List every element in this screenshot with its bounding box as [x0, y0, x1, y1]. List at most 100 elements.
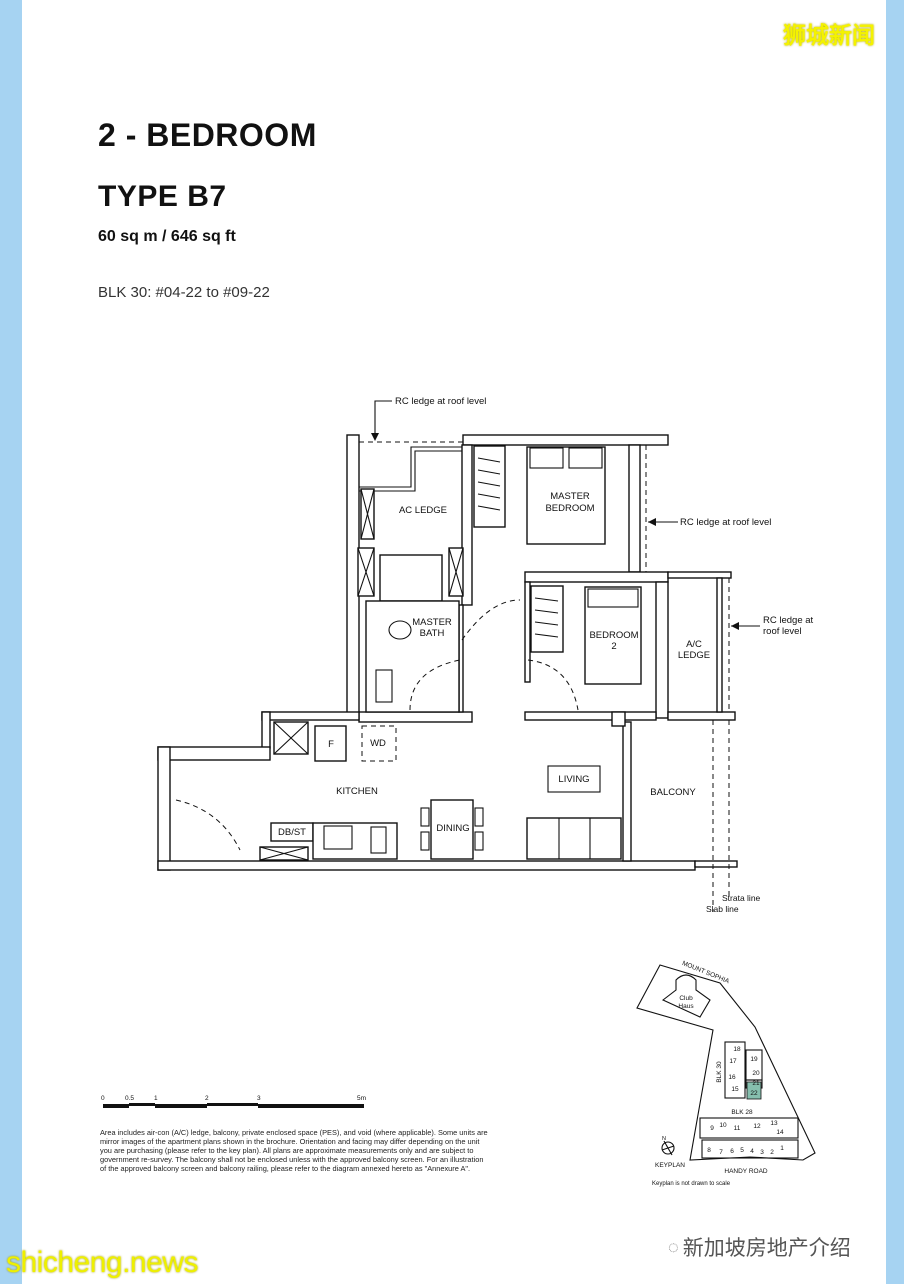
shaft-icon: [357, 547, 375, 597]
annotation-rc-right1: RC ledge at roof level: [648, 517, 771, 528]
basin-icon: [375, 669, 393, 703]
scale-bar: 0 0.5 1 2 3 5m: [101, 1095, 366, 1108]
svg-text:RC ledge at: RC ledge at: [763, 615, 814, 626]
label-kitchen: KITCHEN: [336, 786, 378, 797]
door-swing: [409, 659, 461, 711]
shaft-icon: [259, 846, 309, 861]
toilet-icon: [388, 620, 412, 640]
svg-text:14: 14: [776, 1129, 784, 1136]
shaft-icon: [448, 547, 464, 597]
room-labels: AC LEDGE MASTER BEDROOM MASTER BATH BEDR…: [278, 491, 761, 914]
sofa: [526, 817, 622, 860]
svg-text:Club: Club: [679, 995, 693, 1002]
svg-text:10: 10: [719, 1122, 727, 1129]
label-dining: DINING: [436, 823, 469, 834]
svg-text:4: 4: [750, 1148, 754, 1155]
svg-text:BLK 28: BLK 28: [731, 1109, 753, 1116]
fixtures: [175, 445, 642, 861]
road-handy: HANDY ROAD: [724, 1168, 768, 1175]
svg-text:13: 13: [770, 1120, 778, 1127]
sink-icon: [323, 825, 353, 850]
door-swing: [527, 659, 579, 711]
unit-area: 60 sq m / 646 sq ft: [98, 228, 236, 245]
svg-text:15: 15: [731, 1086, 739, 1093]
annotation-rc-top: RC ledge at roof level: [371, 396, 486, 441]
svg-text:9: 9: [710, 1125, 714, 1132]
label-slab-line: Slab line: [706, 904, 739, 914]
left-border: [0, 0, 22, 1284]
living-label-box: [547, 765, 601, 793]
svg-text:5: 5: [740, 1147, 744, 1154]
watermark-top-right: 狮城新闻: [783, 22, 875, 48]
keyplan-note: Keyplan is not drawn to scale: [652, 1181, 731, 1187]
label-strata-line: Strata line: [722, 893, 761, 903]
svg-text:2: 2: [611, 641, 616, 652]
label-balcony: BALCONY: [650, 787, 696, 798]
svg-text:1: 1: [154, 1095, 158, 1102]
svg-text:1: 1: [780, 1145, 784, 1152]
washer-box: [361, 725, 397, 762]
page-title: 2 - BEDROOM: [98, 117, 317, 153]
svg-text:22: 22: [750, 1090, 758, 1097]
svg-text:RC ledge at roof level: RC ledge at roof level: [680, 517, 771, 528]
master-bath-outline: [365, 600, 460, 713]
svg-text:BEDROOM: BEDROOM: [545, 503, 594, 514]
svg-text:RC ledge at roof level: RC ledge at roof level: [395, 396, 486, 407]
label-washer: WD: [370, 738, 386, 749]
hob-icon: [370, 826, 387, 854]
wardrobe-bedroom2: [530, 585, 564, 653]
unit-numbers: BLK 30: #04-22 to #09-22: [98, 284, 270, 301]
svg-text:20: 20: [752, 1070, 760, 1077]
unit-type: TYPE B7: [98, 180, 227, 213]
svg-text:21: 21: [752, 1080, 760, 1087]
watermark-bottom-right: ◌ 新加坡房地产介绍: [668, 1232, 851, 1262]
svg-text:17: 17: [729, 1058, 737, 1065]
label-master-bath: MASTER: [412, 617, 452, 628]
door-swing: [461, 599, 521, 641]
label-master-bedroom: MASTER: [550, 491, 590, 502]
shaft-icon: [273, 721, 309, 755]
svg-text:8: 8: [707, 1147, 711, 1154]
label-ac-ledge-2: A/C: [686, 639, 702, 650]
svg-text:0.5: 0.5: [125, 1095, 134, 1102]
svg-text:7: 7: [719, 1149, 723, 1156]
fridge-box: [314, 725, 347, 762]
svg-text:BATH: BATH: [420, 628, 445, 639]
north-compass-icon: N: [661, 1136, 675, 1156]
door-swing: [175, 799, 241, 851]
dashed-lines: [359, 441, 730, 912]
svg-text:3: 3: [760, 1149, 764, 1156]
svg-text:16: 16: [728, 1074, 736, 1081]
svg-text:N: N: [662, 1136, 666, 1142]
right-border: [886, 0, 904, 1284]
highlighted-unit: [746, 1081, 762, 1100]
svg-text:11: 11: [734, 1125, 741, 1132]
svg-text:BLK 30: BLK 30: [716, 1061, 723, 1083]
svg-text:LEDGE: LEDGE: [678, 650, 710, 661]
svg-text:19: 19: [750, 1056, 758, 1063]
svg-text:6: 6: [730, 1148, 734, 1155]
svg-text:3: 3: [257, 1095, 261, 1102]
label-ac-ledge: AC LEDGE: [399, 505, 447, 516]
disclaimer: Area includes air-con (A/C) ledge, balco…: [100, 1128, 488, 1174]
svg-text:0: 0: [101, 1095, 105, 1102]
svg-text:2: 2: [205, 1095, 209, 1102]
watermark-text: 新加坡房地产介绍: [682, 1237, 851, 1260]
keyplan-title: KEYPLAN: [655, 1162, 685, 1169]
svg-text:18: 18: [733, 1046, 741, 1053]
label-living: LIVING: [558, 774, 589, 785]
shaft-icon: [360, 488, 375, 540]
keyplan: Club Haus MOUNT SOPHIA 18 17 19 16 20 21…: [636, 960, 816, 1187]
club-haus-outline: [661, 974, 711, 1018]
svg-text:5m: 5m: [357, 1095, 366, 1102]
svg-text:12: 12: [753, 1123, 761, 1130]
bed-master: [526, 446, 606, 545]
label-fridge: F: [328, 739, 334, 750]
road-mount-sophia: MOUNT SOPHIA: [681, 960, 731, 985]
svg-text:2: 2: [770, 1149, 774, 1156]
annotation-rc-right2: RC ledge at roof level: [731, 615, 814, 637]
watermark-bottom-left: shicheng.news: [6, 1246, 198, 1279]
label-bedroom-2: BEDROOM: [589, 630, 638, 641]
dining-table: [430, 799, 474, 860]
